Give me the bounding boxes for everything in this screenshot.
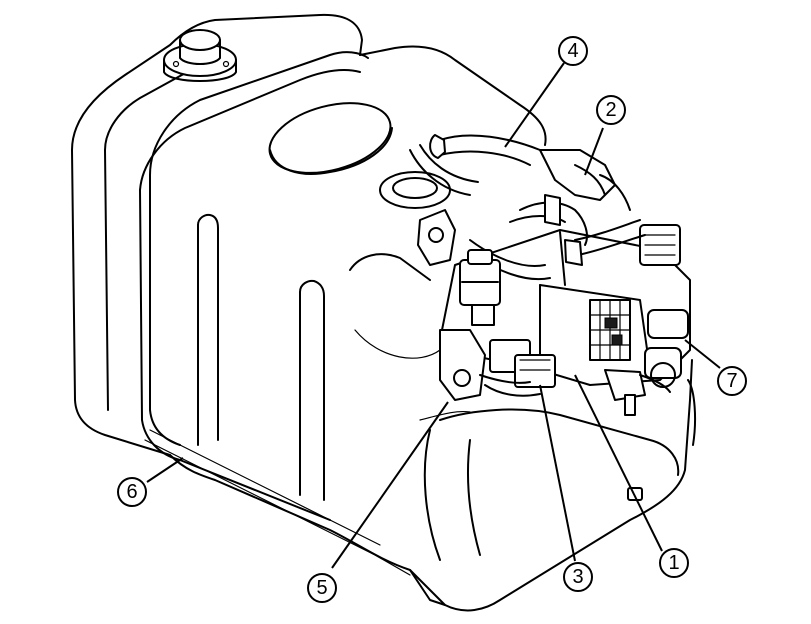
- callout-2-label: 2: [605, 99, 616, 121]
- callout-7-label: 7: [726, 370, 737, 392]
- callout-7: 7: [717, 366, 747, 396]
- callout-3-label: 3: [572, 566, 583, 588]
- callout-4-label: 4: [567, 40, 578, 62]
- leader-lines: [146, 62, 721, 569]
- callout-6: 6: [117, 477, 147, 507]
- leader-6: [146, 457, 184, 483]
- tank: [71, 13, 697, 612]
- callout-3: 3: [563, 562, 593, 592]
- leader-5: [331, 401, 449, 569]
- leader-2: [584, 127, 604, 176]
- callout-6-label: 6: [126, 481, 137, 503]
- leader-1: [574, 374, 663, 552]
- callout-2: 2: [596, 95, 626, 125]
- pump-module: [379, 134, 691, 416]
- callout-4: 4: [558, 36, 588, 66]
- callout-1-label: 1: [668, 552, 679, 574]
- leader-4: [504, 62, 565, 148]
- callout-1: 1: [659, 548, 689, 578]
- callout-5: 5: [307, 573, 337, 603]
- leader-3: [539, 384, 576, 562]
- callout-5-label: 5: [316, 577, 327, 599]
- leader-7: [684, 339, 721, 369]
